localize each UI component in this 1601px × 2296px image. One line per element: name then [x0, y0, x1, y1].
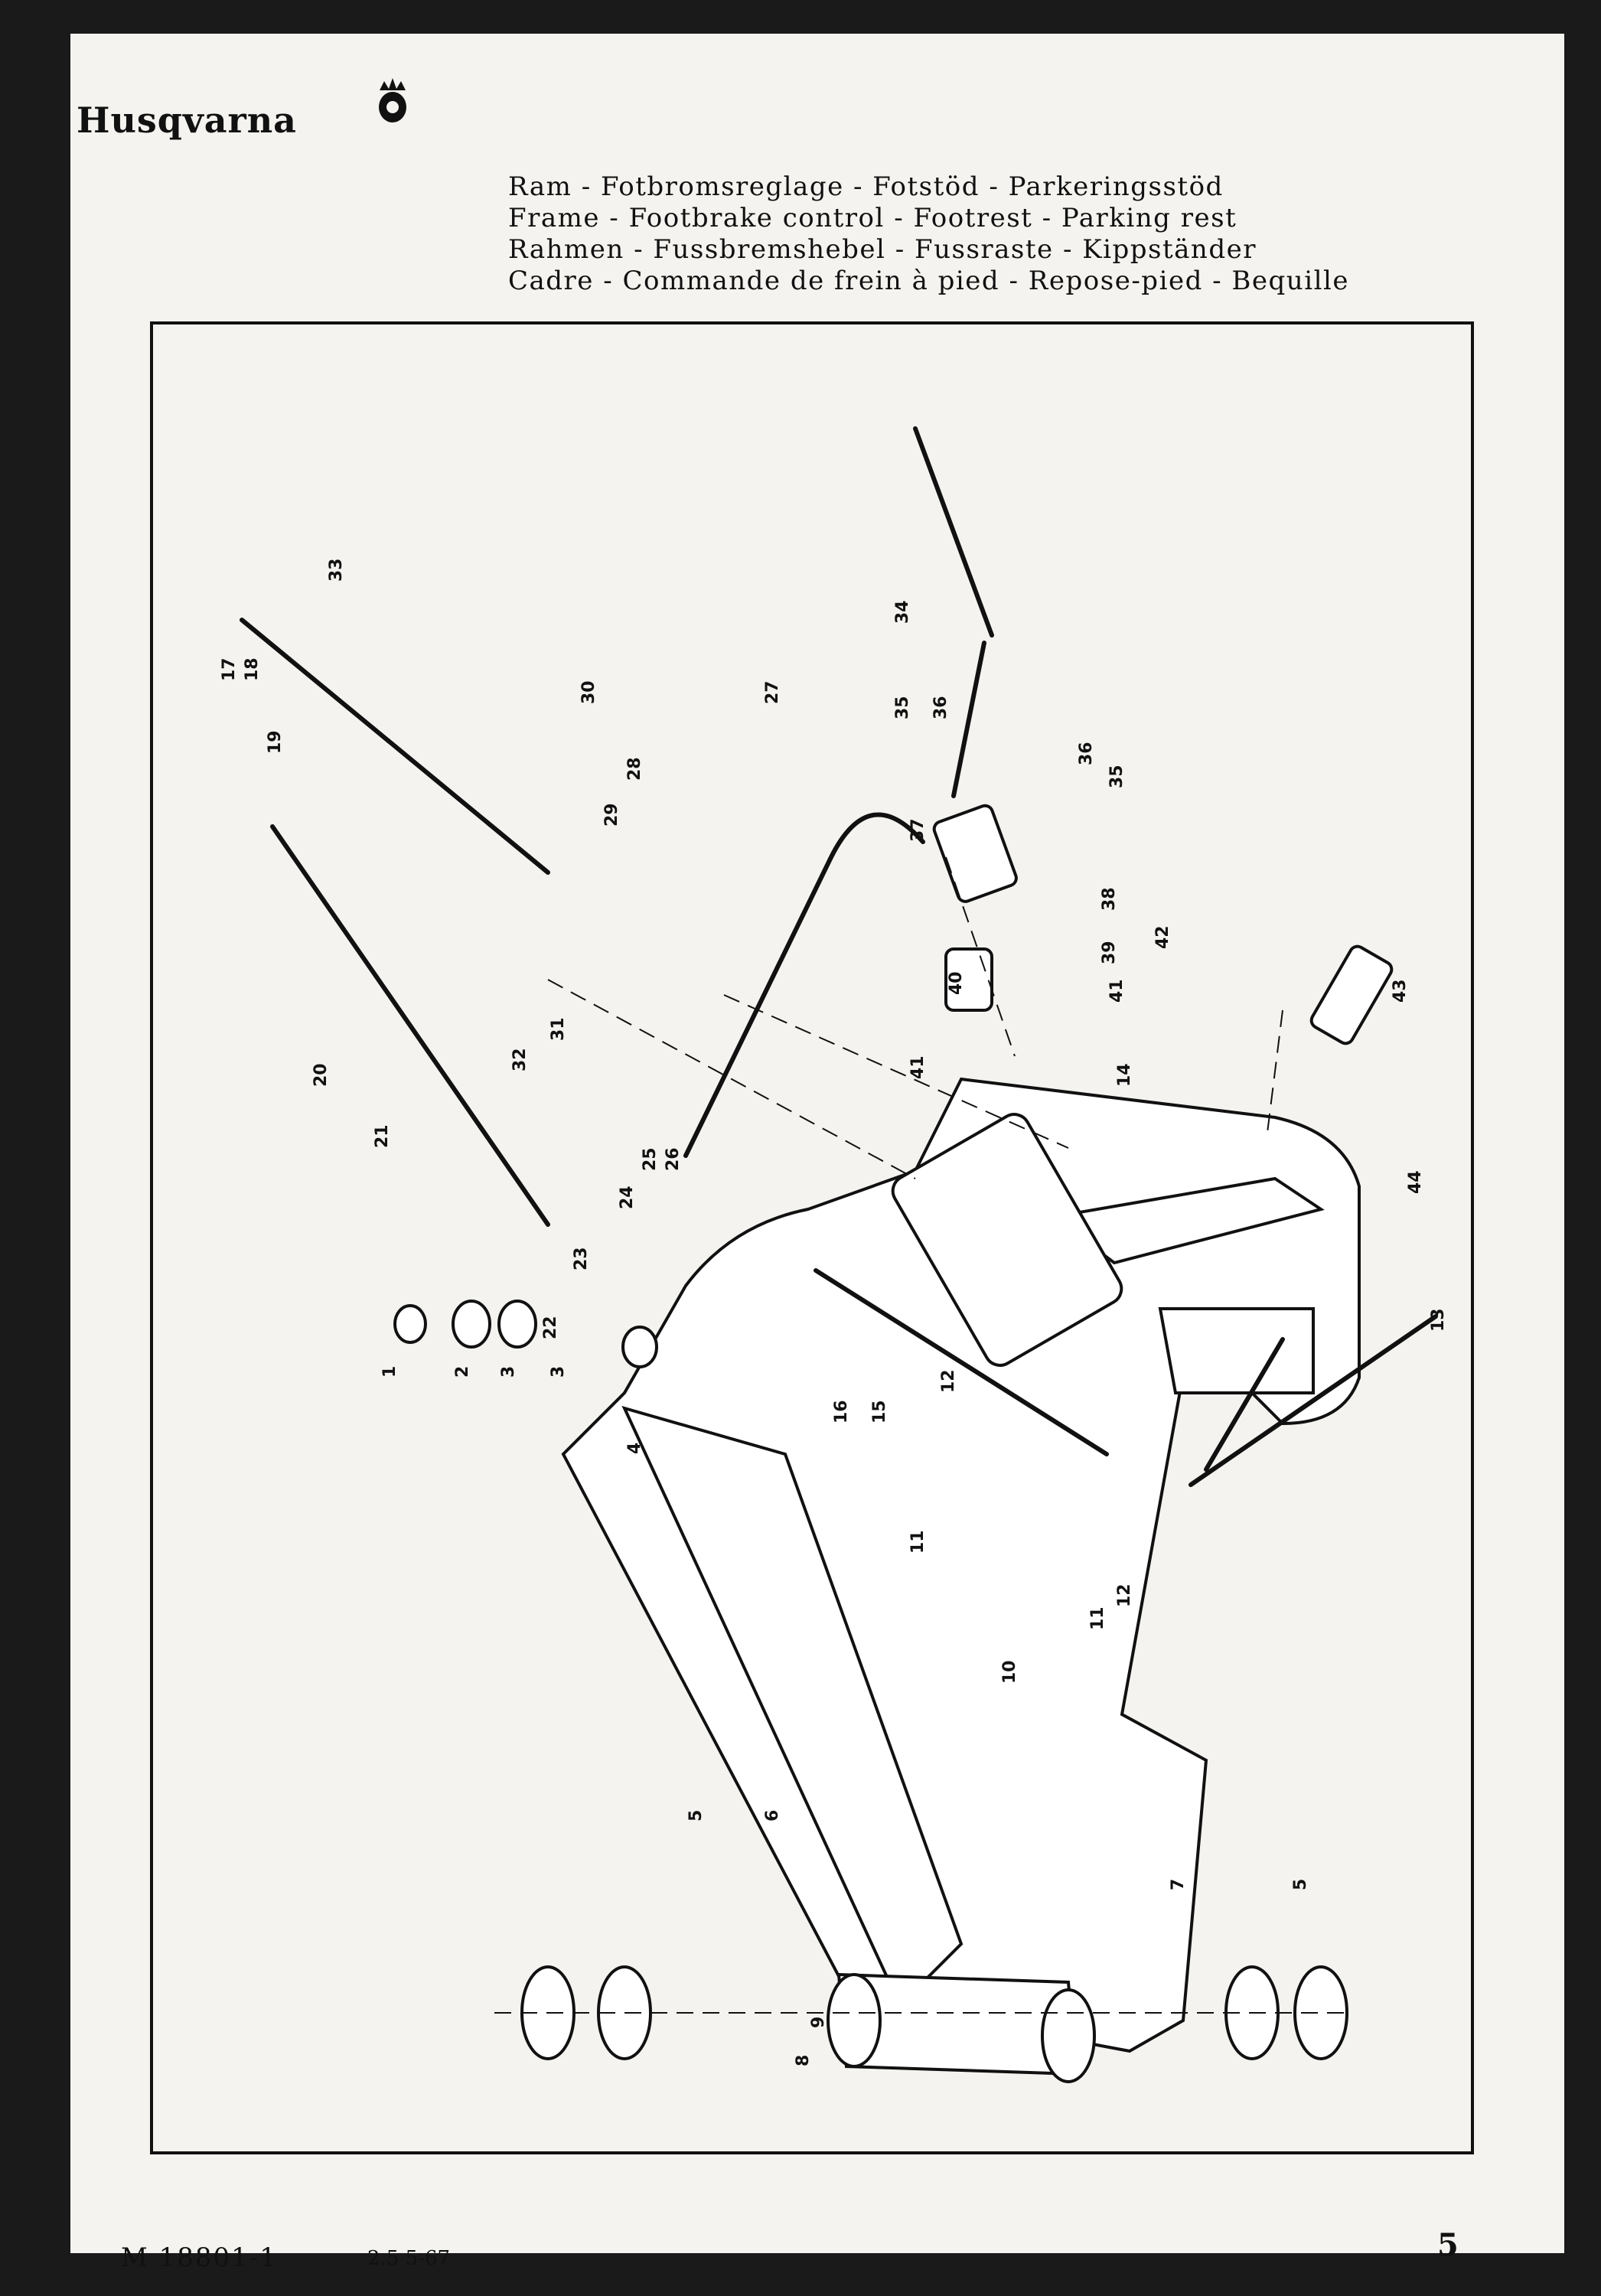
- title-german: Rahmen - Fussbremshebel - Fussraste - Ki…: [508, 234, 1257, 265]
- callout-15: 15: [870, 1400, 889, 1424]
- callout-39: 39: [1100, 941, 1119, 964]
- callout-2: 2: [453, 1366, 472, 1378]
- callout-37: 37: [908, 818, 928, 842]
- callout-17: 17: [220, 657, 239, 681]
- callout-35b: 35: [1107, 765, 1127, 788]
- callout-22: 22: [541, 1316, 560, 1339]
- callout-38: 38: [1100, 887, 1119, 911]
- callout-28: 28: [625, 757, 644, 781]
- callout-27: 27: [763, 680, 782, 704]
- callout-41a: 41: [908, 1055, 928, 1079]
- crown-icon: [379, 78, 406, 122]
- callout-33: 33: [327, 558, 346, 582]
- callout-26: 26: [664, 1147, 683, 1171]
- callout-5a: 5: [686, 1810, 706, 1821]
- callout-25: 25: [641, 1147, 660, 1171]
- callout-30: 30: [579, 680, 598, 704]
- callout-42: 42: [1153, 925, 1172, 949]
- title-swedish: Ram - Fotbromsreglage - Fotstöd - Parker…: [508, 171, 1224, 202]
- callout-18: 18: [243, 657, 262, 681]
- callout-36a: 36: [931, 696, 950, 719]
- assembly-lines: [494, 856, 1344, 2014]
- callout-11a: 11: [908, 1530, 928, 1554]
- title-french: Cadre - Commande de frein à pied - Repos…: [508, 266, 1349, 296]
- title-english: Frame - Footbrake control - Footrest - P…: [508, 203, 1237, 233]
- page-number: 5: [1437, 2227, 1459, 2263]
- callout-7: 7: [1169, 1879, 1188, 1890]
- callout-10: 10: [1000, 1660, 1019, 1684]
- diagram-border: [150, 321, 1474, 2154]
- callout-3b: 3: [549, 1366, 568, 1378]
- callout-3a: 3: [499, 1366, 518, 1378]
- callout-40: 40: [947, 971, 966, 995]
- callout-labels: 1 2 3 3 4 5 6 7 5 8 9 10 11 12 11 12 13 …: [220, 558, 1448, 2066]
- callout-21: 21: [373, 1124, 392, 1148]
- callout-11b: 11: [1088, 1606, 1107, 1630]
- page-titles: Ram - Fotbromsreglage - Fotstöd - Parker…: [508, 171, 1349, 297]
- callout-4: 4: [625, 1443, 644, 1454]
- callout-6: 6: [763, 1810, 782, 1821]
- callout-43: 43: [1391, 979, 1410, 1003]
- callout-19: 19: [266, 730, 285, 754]
- callout-13: 13: [1429, 1308, 1448, 1332]
- exploded-frame-diagram: 1 2 3 3 4 5 6 7 5 8 9 10 11 12 11 12 13 …: [220, 426, 1448, 2083]
- callout-31: 31: [549, 1017, 568, 1041]
- callout-12b: 12: [1115, 1583, 1134, 1607]
- callout-8: 8: [794, 2055, 813, 2066]
- callout-5b: 5: [1291, 1879, 1310, 1890]
- callout-35a: 35: [893, 696, 912, 719]
- callout-41b: 41: [1107, 979, 1127, 1003]
- callout-20: 20: [311, 1063, 331, 1087]
- document-number: M 18801-1: [121, 2242, 278, 2273]
- callout-1: 1: [380, 1366, 399, 1378]
- document-date: 2.5 5-67: [367, 2247, 451, 2270]
- callout-34: 34: [893, 600, 912, 624]
- callout-36b: 36: [1077, 742, 1096, 765]
- rods-and-fasteners: [240, 426, 1438, 2060]
- callout-16: 16: [832, 1400, 851, 1424]
- callout-24: 24: [618, 1186, 637, 1209]
- callout-44: 44: [1406, 1170, 1425, 1194]
- callout-23: 23: [572, 1247, 591, 1270]
- callout-29: 29: [602, 803, 621, 827]
- callout-32: 32: [510, 1048, 530, 1071]
- callout-9: 9: [809, 2017, 828, 2028]
- callout-12a: 12: [939, 1369, 958, 1393]
- brand-logo: Husqvarna: [77, 99, 297, 141]
- frame-illustration: [561, 1077, 1361, 2083]
- callout-14: 14: [1115, 1063, 1134, 1087]
